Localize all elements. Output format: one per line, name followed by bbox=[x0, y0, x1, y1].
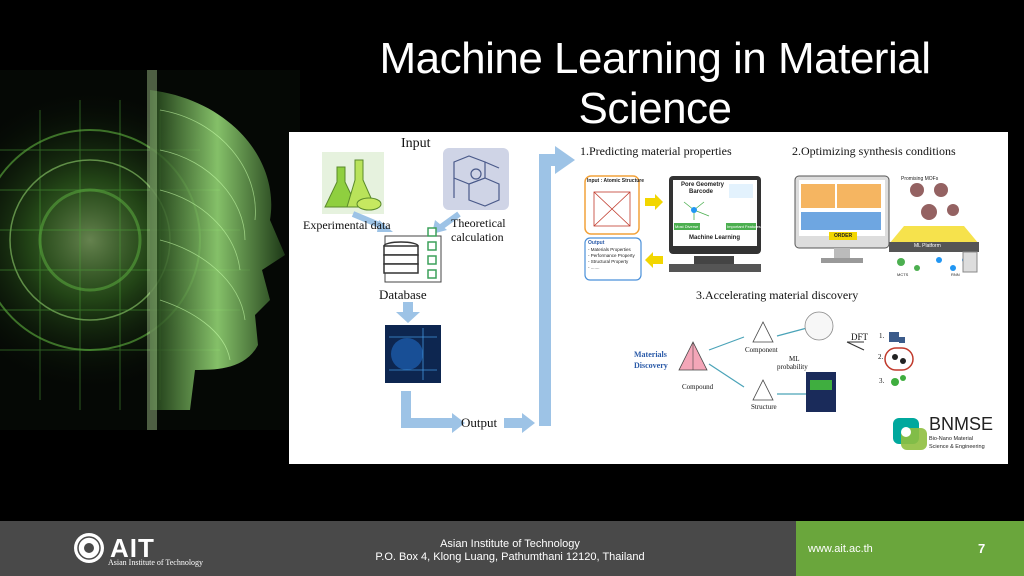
bnmse-sub-line2: Science & Engineering bbox=[929, 444, 985, 450]
ml-workflow-figure: Input Experimental data Theoretical calc… bbox=[289, 132, 1008, 464]
page-number: 7 bbox=[978, 541, 986, 556]
website-link[interactable]: www.ait.ac.th bbox=[808, 543, 873, 555]
bnmse-logo-text: BNMSE bbox=[929, 414, 994, 434]
ait-logo-subtitle: Asian Institute of Technology bbox=[108, 558, 204, 567]
rank-3: 3. bbox=[879, 377, 885, 385]
experimental-data-label: Experimental data bbox=[303, 218, 391, 232]
step2-heading: 2.Optimizing synthesis conditions bbox=[792, 144, 956, 158]
step3-heading: 3.Accelerating material discovery bbox=[696, 288, 859, 302]
input-label: Input bbox=[401, 136, 431, 151]
ait-seal-icon bbox=[74, 533, 104, 563]
rank-2: 2. bbox=[878, 353, 884, 361]
ml-probability-line2: probability bbox=[777, 363, 808, 371]
promising-mofs-label: Promising MOFs bbox=[901, 176, 939, 182]
database-label: Database bbox=[379, 287, 427, 302]
theoretical-label-line1: Theoretical bbox=[451, 216, 506, 230]
important-features-label: Important Features bbox=[727, 224, 761, 229]
bnmse-sub-line1: Bio-Nano Material bbox=[929, 436, 974, 442]
pore-geometry-line2: Barcode bbox=[689, 189, 714, 195]
most-diverse-label: Most Diverse Set bbox=[675, 224, 706, 229]
ait-logo: AIT bbox=[110, 533, 155, 563]
input-atomic-label: Input : Atomic Structure bbox=[587, 178, 645, 184]
rnn-label: RNN bbox=[951, 272, 960, 277]
rank-1: 1. bbox=[879, 332, 885, 340]
ml-probability-line1: ML bbox=[789, 355, 800, 363]
dft-label: DFT bbox=[851, 332, 869, 342]
footer-bar: AIT Asian Institute of Technology Asian … bbox=[0, 521, 1024, 576]
output-item-4: - ....... bbox=[588, 265, 600, 270]
ai-face-background-image bbox=[0, 70, 300, 430]
ml-platform-label: ML Platform bbox=[914, 243, 941, 249]
workflow-diagram-graphics bbox=[322, 146, 979, 450]
output-item-2: - Performance Property bbox=[588, 253, 635, 258]
component-label: Component bbox=[745, 346, 778, 354]
output-box-title: Output bbox=[588, 240, 605, 246]
structure-label: Structure bbox=[751, 403, 777, 411]
materials-discovery-line1: Materials bbox=[634, 350, 667, 359]
output-label: Output bbox=[461, 415, 498, 430]
mcts-label: MCTS bbox=[897, 272, 909, 277]
compound-label: Compound bbox=[682, 383, 714, 391]
order-label: ORDER bbox=[834, 233, 853, 239]
footer-green-panel: www.ait.ac.th 7 bbox=[796, 521, 1024, 576]
output-item-1: - Materials Properties bbox=[588, 247, 631, 252]
output-item-3: - Structural Property bbox=[588, 259, 629, 264]
pore-geometry-line1: Pore Geometry bbox=[681, 182, 725, 188]
machine-learning-label: Machine Learning bbox=[689, 235, 741, 241]
theoretical-label-line2: calculation bbox=[451, 230, 504, 244]
step1-heading: 1.Predicting material properties bbox=[580, 144, 732, 158]
materials-discovery-line2: Discovery bbox=[634, 361, 668, 370]
slide-title: Machine Learning in Material Science bbox=[379, 34, 931, 133]
footer-address-line2: P.O. Box 4, Klong Luang, Pathumthani 121… bbox=[375, 551, 645, 563]
footer-address-line1: Asian Institute of Technology bbox=[440, 538, 580, 550]
